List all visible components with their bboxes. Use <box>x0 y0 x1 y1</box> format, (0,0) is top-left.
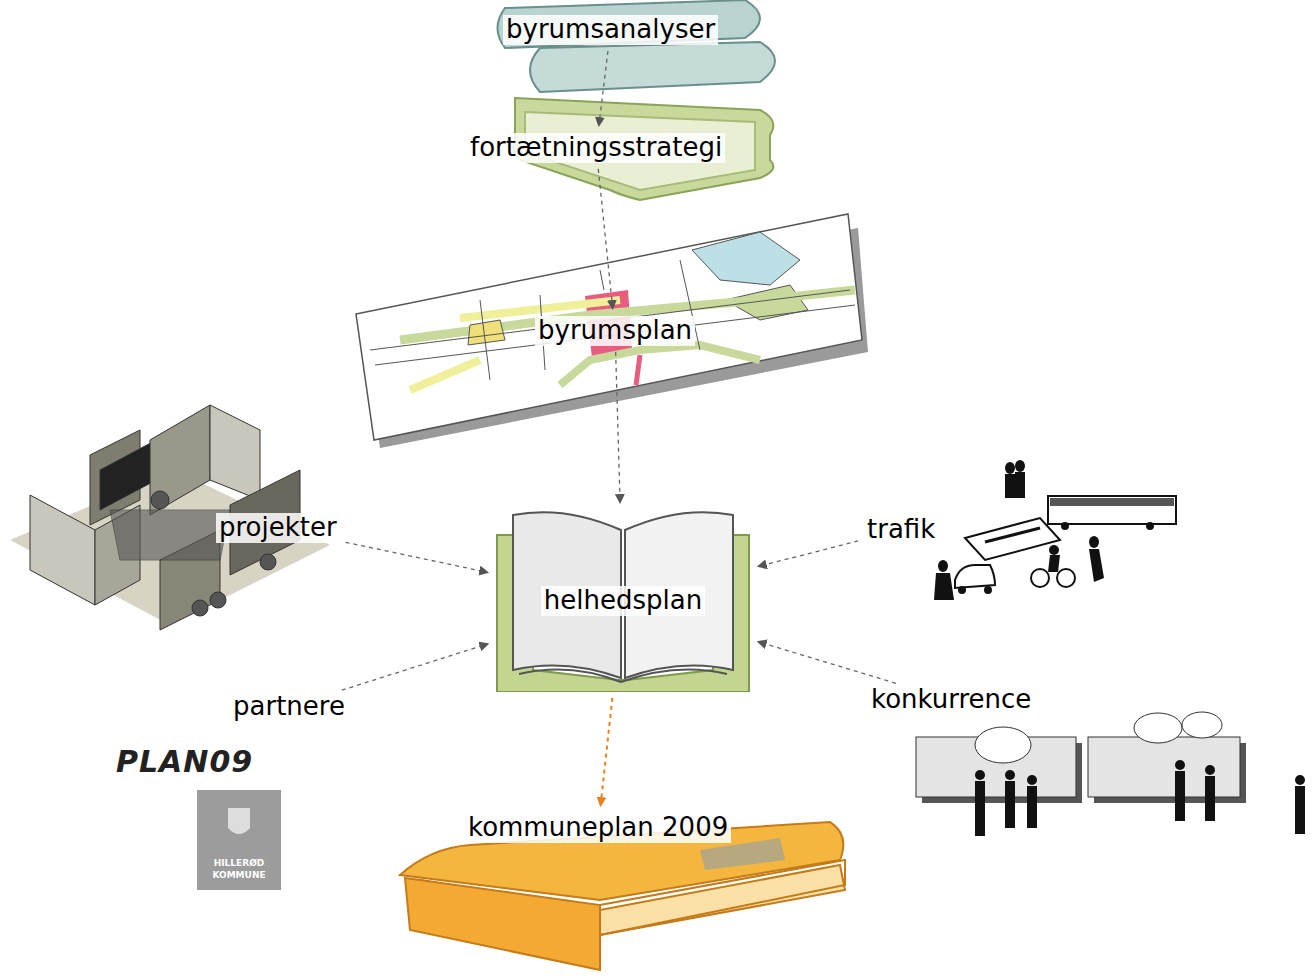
dashed-arrow <box>342 644 488 690</box>
illustration-label: kommuneplan 2009 <box>465 813 731 843</box>
dashed-arrow <box>601 698 613 805</box>
illustration-label: konkurrence <box>868 685 1034 715</box>
node-text: byrumsanalyser <box>503 15 718 45</box>
node-text: byrumsplan <box>535 316 695 346</box>
node-text: kommuneplan 2009 <box>465 813 731 843</box>
book-stack <box>498 0 776 92</box>
logo-text: HILLERØD KOMMUNE <box>200 858 278 881</box>
node-text: fortætningsstrategi <box>467 133 725 163</box>
illustration-label: byrumsplan <box>535 316 695 346</box>
logo-text: PLAN09 <box>116 744 253 779</box>
illustration-label: fortætningsstrategi <box>467 133 725 163</box>
dashed-arrow <box>346 542 488 572</box>
illustration-label: byrumsanalyser <box>503 15 718 45</box>
dashed-arrow <box>599 51 608 125</box>
exhibition-boards <box>916 712 1305 836</box>
node-text: partnere <box>230 692 348 722</box>
traffic-figures <box>934 460 1176 600</box>
logo-shield <box>197 790 281 890</box>
dashed-arrow <box>616 352 620 502</box>
dashed-arrow <box>598 169 612 308</box>
node-text: konkurrence <box>868 685 1034 715</box>
illustration-label: projekter <box>216 513 340 543</box>
dashed-arrow <box>759 642 896 683</box>
dashed-arrow <box>759 541 858 566</box>
illustration-label: trafik <box>864 515 938 545</box>
city-map <box>356 214 868 448</box>
node-text: projekter <box>216 513 340 543</box>
node-text: helhedsplan <box>541 586 705 616</box>
open-book: helhedsplan <box>495 510 751 692</box>
node-text: trafik <box>864 515 938 545</box>
illustration-label: partnere <box>230 692 348 722</box>
plan-book <box>400 822 845 970</box>
